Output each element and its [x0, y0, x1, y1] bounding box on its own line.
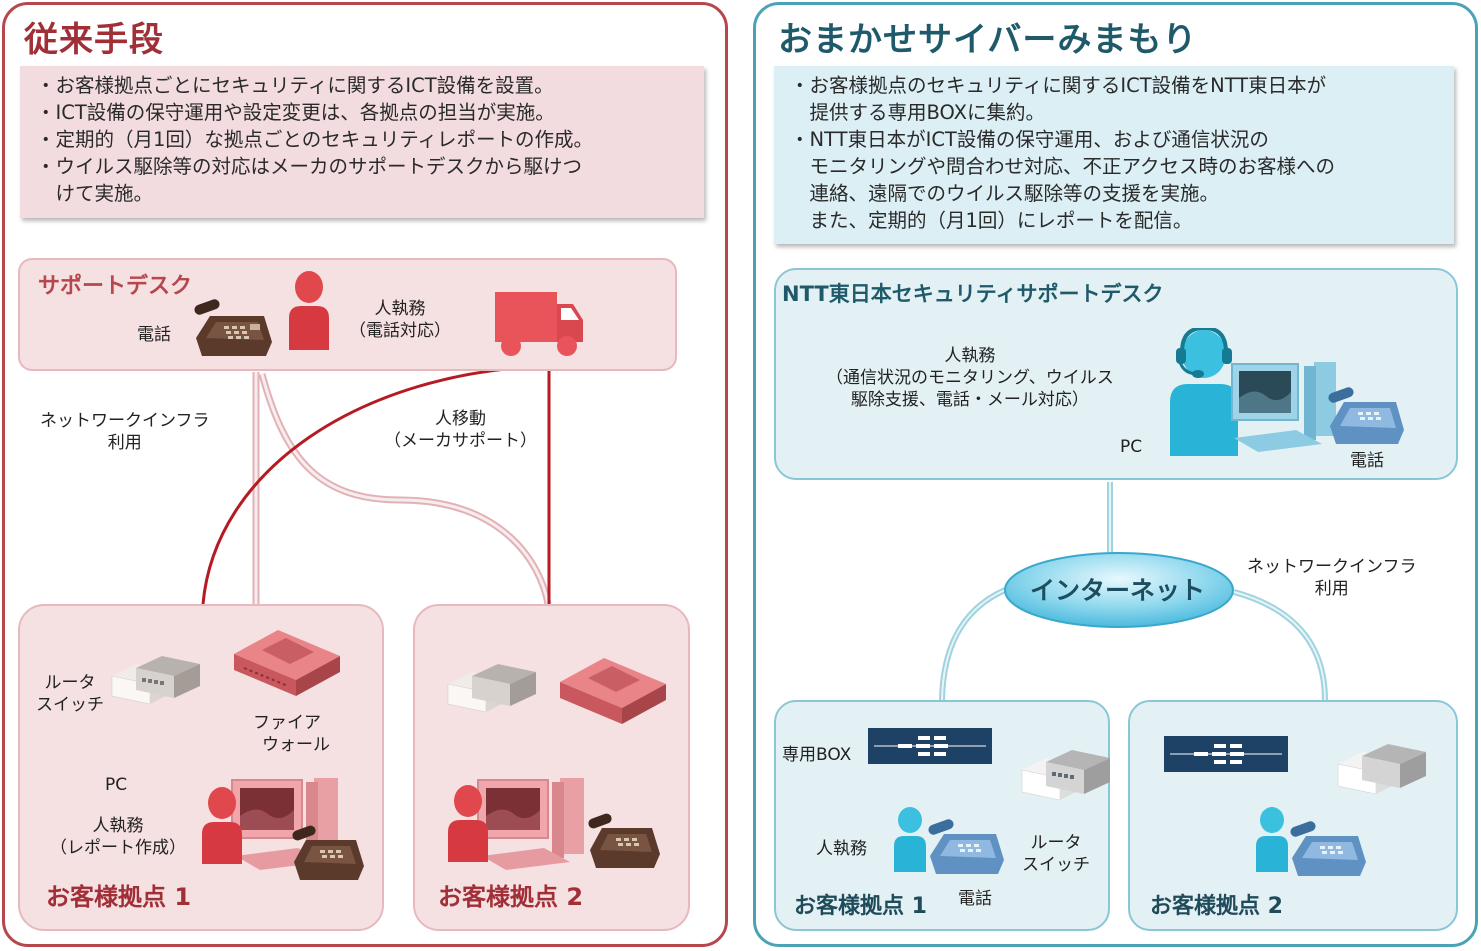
truck-icon [495, 292, 583, 356]
omakase-title: おまかせサイバーみまもり [778, 20, 1198, 60]
person-work-label: 人執務 （電話対応） [349, 298, 451, 342]
person-label-line: 人執務 [374, 299, 426, 319]
person-label-line: 人執務 [944, 346, 996, 366]
person-label-line: （通信状況のモニタリング、ウイルス [826, 368, 1114, 388]
network-infra-label: ネットワークインフラ 利用 [1247, 556, 1417, 600]
phone-label: 電話 [1350, 451, 1384, 471]
network-link-line [941, 589, 1006, 701]
router-switch-icon [447, 664, 536, 713]
omakase-description: ・お客様拠点のセキュリティに関するICT設備をNTT東日本が 提供する専用BOX… [774, 66, 1454, 244]
description-line: モニタリングや問合わせ対応、不正アクセス時のお客様への [790, 155, 1336, 178]
person-label-line: 駆除支援、電話・メール対応） [850, 390, 1089, 410]
router-label-line: スイッチ [1022, 855, 1090, 875]
pc-label: PC [105, 775, 128, 795]
desk-phone-icon [1328, 387, 1404, 444]
desk-phone-icon [928, 819, 1004, 874]
phone-label: 電話 [958, 889, 992, 909]
pc-label: PC [1120, 437, 1143, 457]
person-label-line: 人執務 [92, 816, 144, 836]
desk-phone-icon [194, 299, 272, 356]
move-label-line: （メーカサポート） [384, 431, 537, 451]
person-icon [894, 807, 926, 872]
person-icon [448, 785, 488, 862]
person-move-line [201, 364, 550, 605]
description-line: 連絡、遠隔でのウイルス駆除等の支援を実施。 [790, 182, 1220, 205]
firewall-label-line: ウォール [262, 735, 330, 755]
network-infra-label: ネットワークインフラ 利用 [40, 410, 210, 454]
router-label-line: スイッチ [36, 695, 104, 715]
ntt-support-desk-box [774, 268, 1458, 480]
network-label-line: ネットワークインフラ [40, 411, 210, 431]
desk-phone-icon [1290, 821, 1366, 876]
network-link-line [1233, 591, 1326, 701]
network-label-line: 利用 [1314, 579, 1349, 599]
desk-phone-icon [588, 813, 660, 868]
person-icon [289, 271, 329, 350]
customer-site-1-title: お客様拠点 1 [46, 883, 192, 911]
dedicated-box-label: 専用BOX [782, 745, 852, 765]
router-label-line: ルータ [44, 673, 96, 693]
headset-person-icon [1170, 328, 1238, 456]
customer-site-2-title: お客様拠点 2 [438, 883, 584, 911]
internet-cloud-icon [1004, 552, 1234, 628]
router-switch-icon [1337, 744, 1426, 795]
person-work-label: 人執務 （通信状況のモニタリング、ウイルス 駆除支援、電話・メール対応） [826, 345, 1114, 411]
description-line: ・定期的（月1回）な拠点ごとのセキュリティレポートの作成。 [36, 128, 594, 151]
dedicated-box-icon [1164, 736, 1288, 772]
person-icon [1256, 807, 1288, 872]
support-desk-title: サポートデスク [38, 274, 193, 299]
firewall-label: ファイア ウォール [244, 712, 330, 756]
router-switch-icon [111, 656, 200, 705]
firewall-icon [234, 630, 340, 696]
customer-site-1-title: お客様拠点 1 [794, 894, 927, 919]
move-label-line: 人移動 [435, 409, 486, 429]
description-line: ・ICT設備の保守運用や設定変更は、各拠点の担当が実施。 [36, 101, 555, 124]
router-switch-label: ルータ スイッチ [1022, 832, 1090, 876]
internet-label: インターネット [1030, 576, 1206, 605]
person-label-line: （レポート作成） [50, 838, 186, 858]
description-line: また、定期的（月1回）にレポートを配信。 [790, 209, 1193, 232]
network-label-line: ネットワークインフラ [1247, 557, 1417, 577]
router-switch-icon [1021, 750, 1110, 801]
person-work-label: 人執務 （レポート作成） [50, 815, 186, 859]
customer-site-2-title: お客様拠点 2 [1150, 894, 1283, 919]
network-label-line: 利用 [107, 433, 142, 453]
pc-icon [231, 778, 338, 870]
person-icon [202, 787, 242, 864]
pc-icon [1231, 362, 1336, 452]
person-move-label: 人移動 （メーカサポート） [384, 408, 537, 452]
pc-icon [477, 778, 584, 870]
ntt-support-desk-title: NTT東日本セキュリティサポートデスク [782, 282, 1164, 306]
dedicated-box-icon [868, 728, 992, 764]
description-line: ・ウイルス駆除等の対応はメーカのサポートデスクから駆けつ [36, 155, 583, 178]
person-label-line: （電話対応） [349, 321, 451, 341]
legacy-method-title: 従来手段 [24, 20, 164, 60]
router-switch-label: ルータ スイッチ [36, 672, 104, 716]
desk-phone-icon [292, 825, 364, 880]
firewall-icon [560, 658, 666, 724]
firewall-label-line: ファイア [253, 713, 321, 733]
description-line: 提供する専用BOXに集約。 [790, 101, 1046, 124]
legacy-description: ・お客様拠点ごとにセキュリティに関するICT設備を設置。 ・ICT設備の保守運用… [20, 66, 704, 218]
router-label-line: ルータ [1030, 833, 1082, 853]
description-line: けて実施。 [36, 182, 154, 205]
customer-site-2-box [413, 604, 690, 931]
network-link-line [260, 373, 550, 605]
description-line: ・お客様拠点のセキュリティに関するICT設備をNTT東日本が [790, 74, 1327, 97]
person-work-label: 人執務 [816, 839, 867, 859]
phone-label: 電話 [137, 325, 171, 345]
description-line: ・お客様拠点ごとにセキュリティに関するICT設備を設置。 [36, 74, 554, 97]
description-line: ・NTT東日本がICT設備の保守運用、および通信状況の [790, 128, 1269, 151]
